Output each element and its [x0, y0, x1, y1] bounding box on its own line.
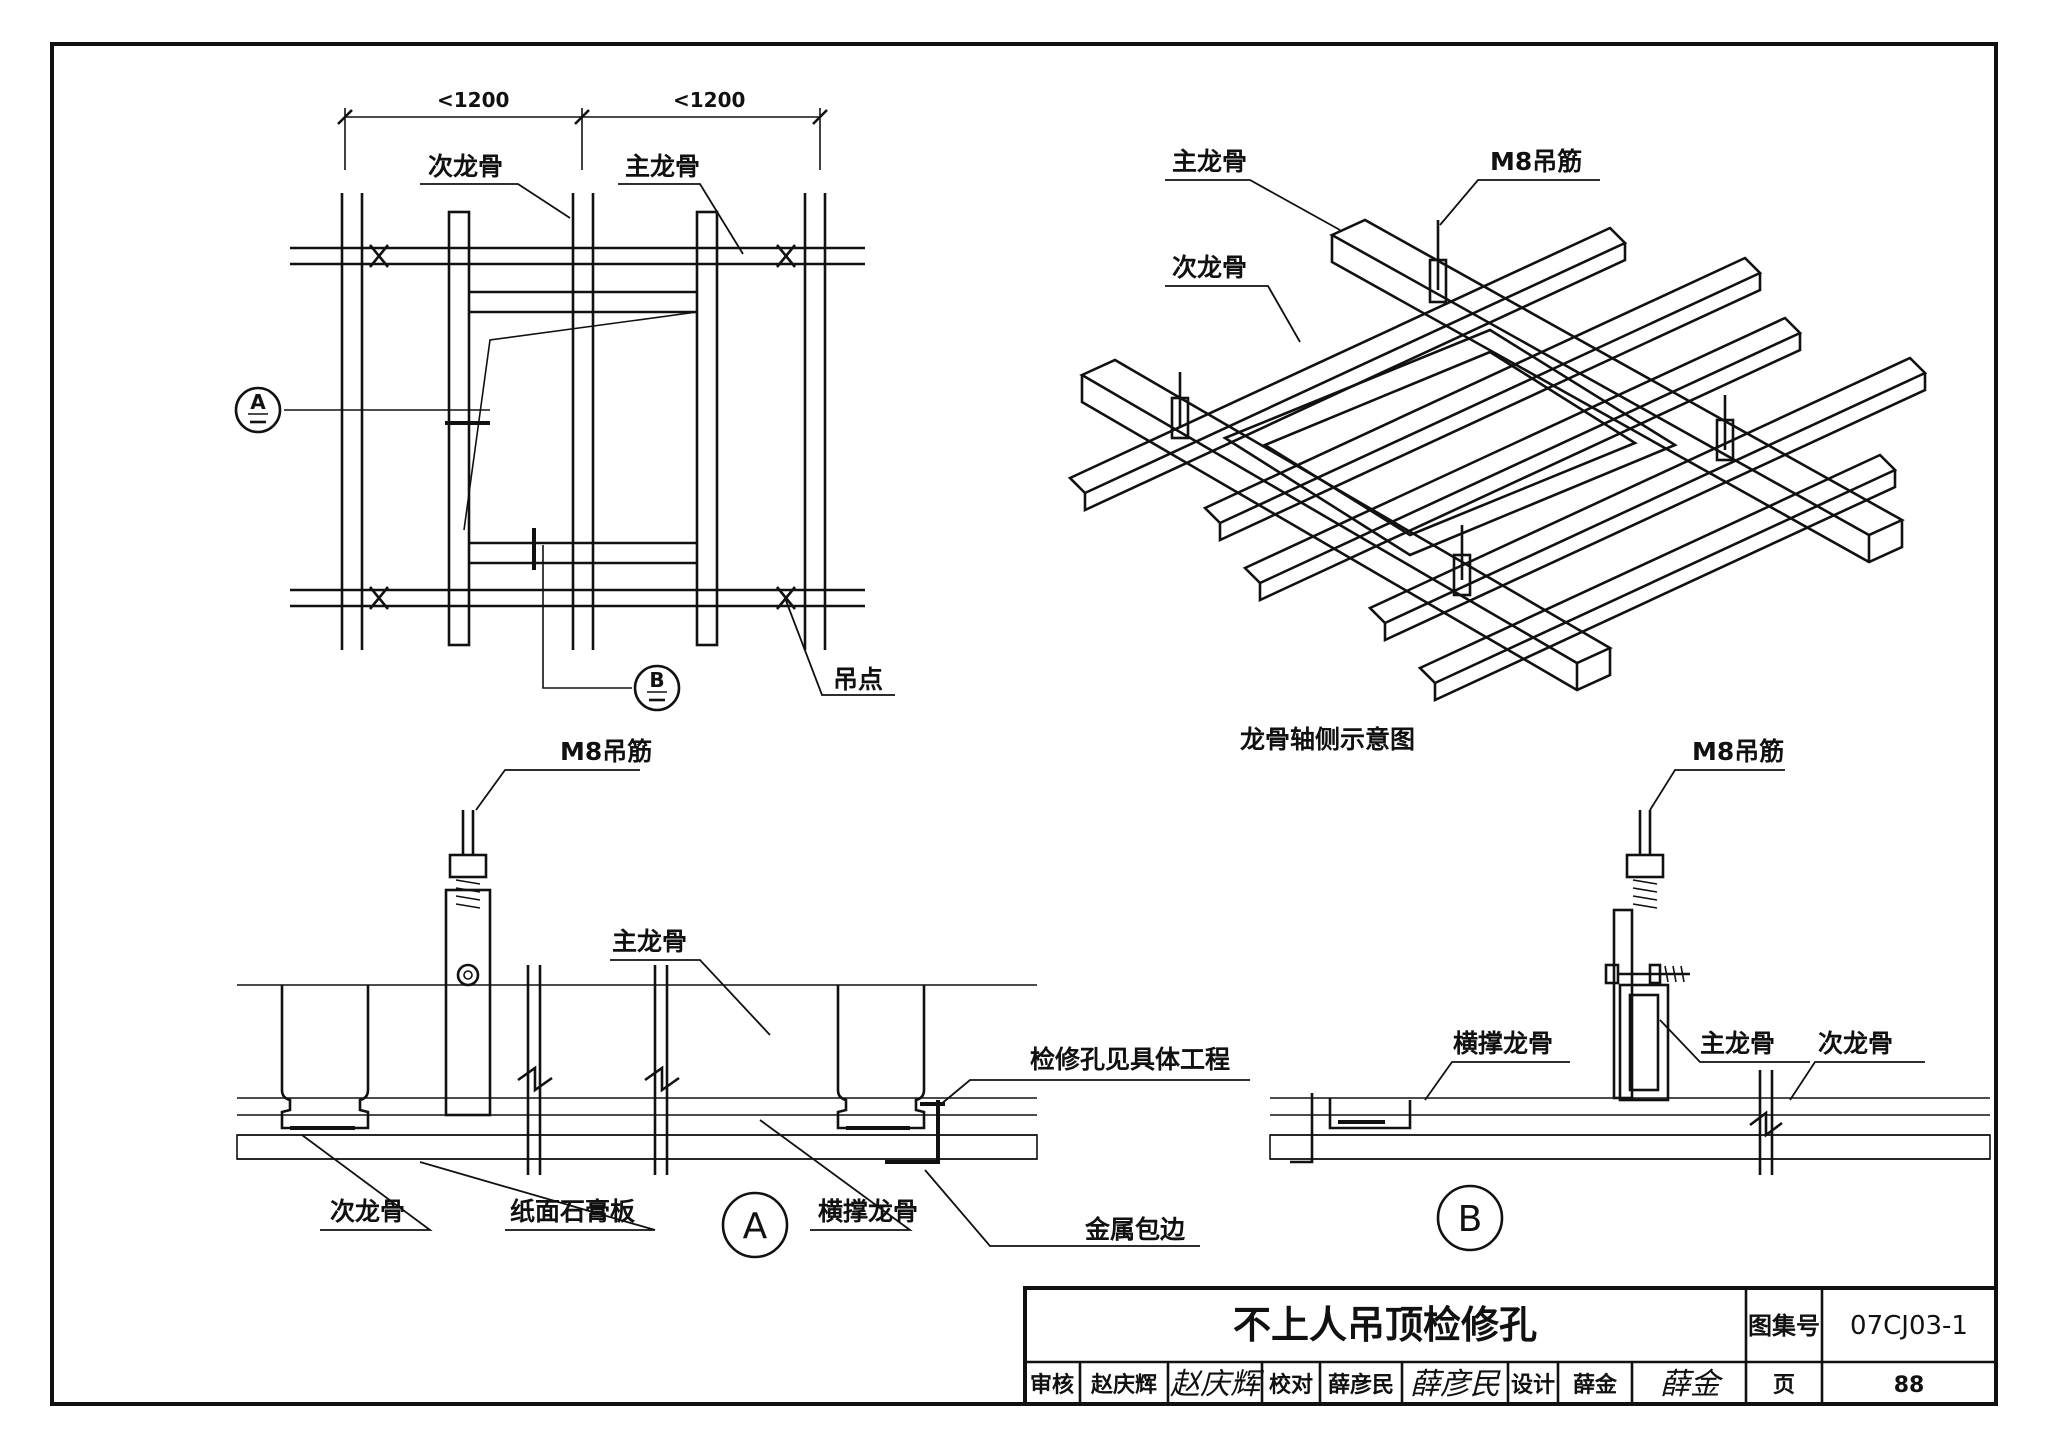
- label-plan-secondary: 次龙骨: [428, 152, 503, 181]
- label-b-secondary: 次龙骨: [1818, 1029, 1893, 1058]
- drawing-title: 不上人吊顶检修孔: [1233, 1303, 1537, 1347]
- label-a-access: 检修孔见具体工程: [1030, 1045, 1230, 1074]
- page-label: 页: [1773, 1373, 1795, 1398]
- check-label: 校对: [1269, 1372, 1313, 1398]
- section-b: M8吊筋 横撑龙骨 主龙骨 次龙骨 B: [1269, 737, 1991, 1252]
- checker-signature: 薛彦民: [1410, 1367, 1501, 1402]
- gypsum-board: [236, 1134, 1038, 1160]
- designer: 薛金: [1573, 1372, 1618, 1398]
- dim-left: <1200: [437, 88, 509, 112]
- section-a-marker: A: [721, 1191, 789, 1259]
- label-a-board: 纸面石膏板: [510, 1197, 635, 1226]
- reviewer: 赵庆辉: [1090, 1372, 1157, 1398]
- label-a-cross: 横撑龙骨: [818, 1197, 918, 1226]
- review-label: 审核: [1030, 1372, 1074, 1398]
- design-label: 设计: [1511, 1373, 1555, 1398]
- label-axon-rod: M8吊筋: [1490, 147, 1582, 176]
- label-axon-secondary: 次龙骨: [1172, 253, 1247, 282]
- svg-text:B: B: [1458, 1199, 1483, 1240]
- label-b-main: 主龙骨: [1700, 1029, 1775, 1058]
- svg-text:B: B: [649, 668, 664, 692]
- axon-caption: 龙骨轴侧示意图: [1240, 725, 1415, 754]
- section-a: M8吊筋 主龙骨 检修孔见具体工程 次龙骨 纸面石膏板 横撑龙骨 金属包边 A: [236, 737, 1250, 1259]
- label-a-main: 主龙骨: [612, 927, 687, 956]
- label-b-rod: M8吊筋: [1692, 737, 1784, 766]
- atlas-number: 07CJ03-1: [1850, 1311, 1968, 1341]
- section-marker-b: B: [633, 664, 681, 712]
- label-a-rod: M8吊筋: [560, 737, 652, 766]
- label-b-cross: 横撑龙骨: [1453, 1029, 1553, 1058]
- gypsum-board-b: [1269, 1134, 1991, 1160]
- designer-signature: 薛金: [1660, 1367, 1724, 1402]
- label-a-edge: 金属包边: [1084, 1215, 1186, 1244]
- atlas-label: 图集号: [1748, 1312, 1820, 1340]
- axonometric-view: 主龙骨 M8吊筋 次龙骨 龙骨轴侧示意图: [1067, 147, 1928, 754]
- section-b-marker: B: [1436, 1184, 1504, 1252]
- title-block: 不上人吊顶检修孔 图集号 07CJ03-1 审核 赵庆辉 赵庆辉 校对 薛彦民 …: [1023, 1286, 1998, 1406]
- svg-text:A: A: [250, 390, 266, 414]
- dim-right: <1200: [673, 88, 745, 112]
- label-a-secondary: 次龙骨: [330, 1197, 405, 1226]
- reviewer-signature: 赵庆辉: [1170, 1367, 1265, 1402]
- plan-view: <1200 <1200: [234, 88, 895, 712]
- svg-text:A: A: [743, 1206, 768, 1247]
- label-axon-main: 主龙骨: [1172, 147, 1247, 176]
- label-plan-main: 主龙骨: [625, 152, 700, 181]
- checker: 薛彦民: [1328, 1372, 1394, 1398]
- label-plan-point: 吊点: [833, 665, 883, 694]
- page-number: 88: [1894, 1373, 1925, 1398]
- section-marker-a: A: [234, 386, 282, 434]
